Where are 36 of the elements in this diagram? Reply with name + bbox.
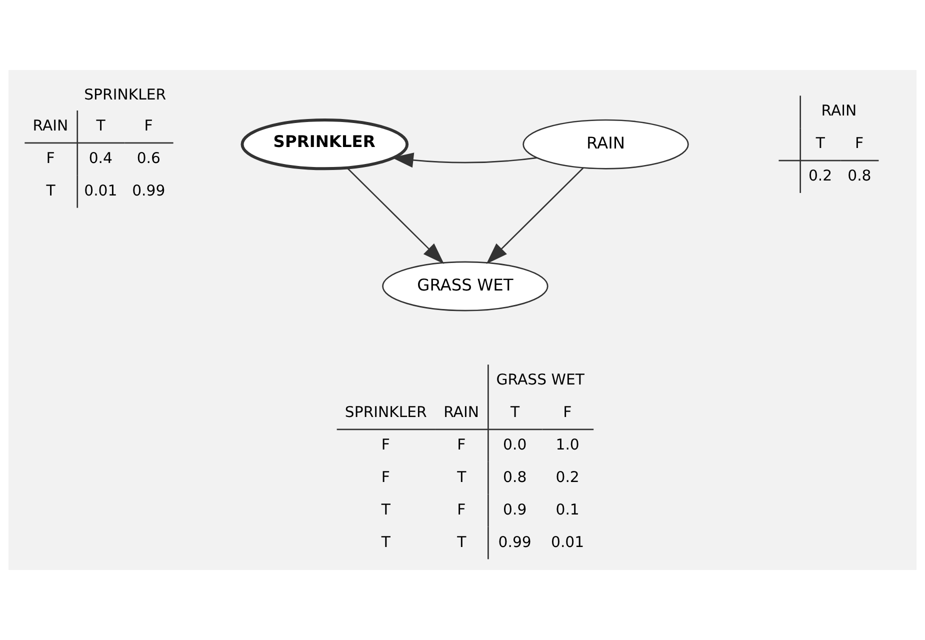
label: F [855, 134, 864, 152]
label: T [46, 181, 56, 200]
label: 0.99 [132, 181, 166, 200]
label: 0.9 [503, 500, 527, 518]
label: T [816, 134, 825, 152]
label: RAIN [32, 116, 68, 135]
label: SPRINKLER [84, 85, 166, 104]
label: RAIN [821, 102, 857, 120]
label: 0.01 [551, 532, 584, 551]
label: F [144, 116, 153, 135]
label: 0.8 [503, 468, 527, 486]
label: F [381, 435, 390, 454]
label: T [381, 500, 390, 518]
label: 0.6 [136, 148, 160, 167]
label: F [46, 148, 55, 167]
label: F [563, 403, 572, 422]
label: F [457, 435, 466, 454]
label: 0.1 [556, 500, 580, 518]
label: 0.2 [808, 166, 832, 185]
label: 1.0 [556, 435, 580, 454]
label: RAIN [444, 403, 479, 422]
label: 0.99 [498, 532, 532, 551]
label: 0.01 [84, 181, 118, 200]
label: T [457, 532, 466, 551]
label: T [96, 116, 106, 135]
label: T [510, 403, 520, 422]
label: SPRINKLER [344, 403, 427, 422]
label: 0.4 [88, 148, 112, 167]
label: 0.0 [503, 435, 527, 454]
label: T [381, 532, 390, 551]
label: F [381, 468, 390, 486]
label: 0.8 [848, 166, 872, 185]
label: F [457, 500, 466, 518]
label: T [457, 468, 466, 486]
label: 0.2 [556, 468, 580, 486]
label: GRASS WET [496, 370, 584, 389]
